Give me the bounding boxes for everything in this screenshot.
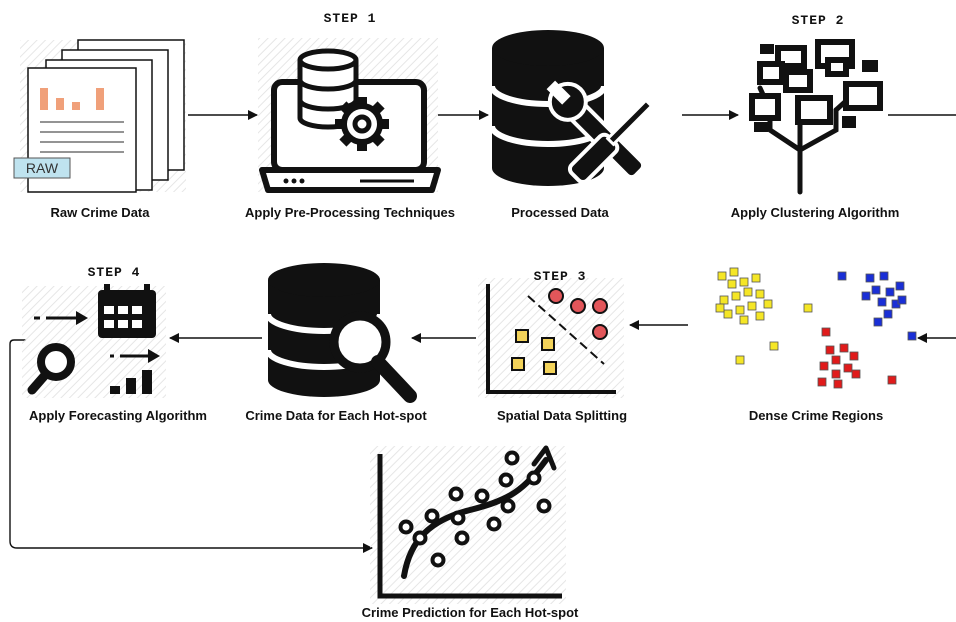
hotspot-data-label: Crime Data for Each Hot-spot bbox=[245, 408, 427, 423]
spatial-split-plot-icon bbox=[478, 278, 624, 398]
database-tools-icon bbox=[489, 30, 654, 186]
arrow-forecasting-to-prediction bbox=[9, 339, 373, 553]
step-1-label: STEP 1 bbox=[323, 11, 377, 26]
red-cluster bbox=[817, 327, 897, 389]
connector-arrows bbox=[9, 110, 956, 553]
blue-cluster bbox=[837, 271, 917, 341]
raw-data-icon: RAW bbox=[13, 39, 186, 193]
clustering-label: Apply Clustering Algorithm bbox=[730, 205, 900, 220]
spatial-splitting-label: Spatial Data Splitting bbox=[496, 408, 628, 423]
forecasting-icon bbox=[22, 284, 166, 398]
yellow-squares bbox=[511, 329, 557, 375]
database-magnifier-icon bbox=[265, 263, 417, 403]
laptop-database-gear-icon bbox=[258, 38, 441, 193]
raw-crime-data-label: Raw Crime Data bbox=[50, 205, 150, 220]
step-2-label: STEP 2 bbox=[791, 13, 845, 28]
dense-regions-scatter-icon bbox=[715, 267, 917, 389]
step-3-label: STEP 3 bbox=[533, 269, 587, 284]
step-4-label: STEP 4 bbox=[87, 265, 141, 280]
clustering-tree-icon bbox=[749, 39, 883, 195]
preprocessing-label: Apply Pre-Processing Techniques bbox=[245, 205, 455, 220]
dense-regions-label: Dense Crime Regions bbox=[748, 408, 884, 423]
red-circles bbox=[548, 288, 608, 340]
yellow-cluster bbox=[715, 267, 813, 365]
prediction-label: Crime Prediction for Each Hot-spot bbox=[361, 605, 579, 620]
raw-bars bbox=[40, 88, 104, 110]
prediction-trend-icon bbox=[370, 445, 566, 604]
forecasting-label: Apply Forecasting Algorithm bbox=[29, 408, 207, 423]
raw-badge-text: RAW bbox=[26, 160, 59, 176]
raw-badge bbox=[13, 157, 71, 179]
processed-data-label: Processed Data bbox=[511, 205, 609, 220]
